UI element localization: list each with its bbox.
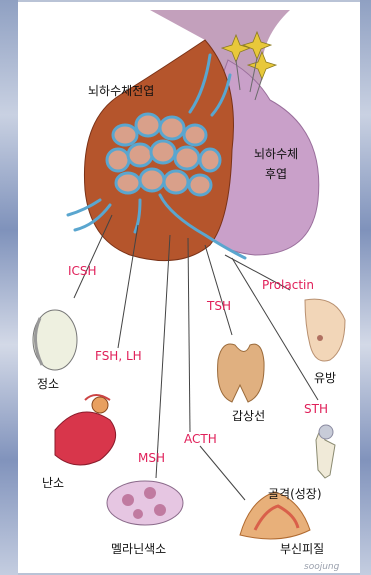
target-testis-label: 정소 [37, 378, 59, 390]
hormone-msh: MSH [138, 452, 165, 464]
mammary-illustration [305, 299, 345, 361]
posterior-lobe-label-line1: 뇌하수체 [254, 148, 298, 160]
hormone-acth: ACTH [184, 433, 217, 445]
anterior-lobe-label: 뇌하수체전엽 [88, 85, 154, 97]
testis-illustration [33, 310, 77, 370]
target-melanocyte-label: 멜라닌색소 [111, 543, 166, 555]
target-ovary-label: 난소 [42, 477, 64, 489]
hormone-sth: STH [304, 403, 328, 415]
ovary-illustration [55, 395, 116, 465]
target-bone-label: 골격(성장) [268, 488, 322, 500]
hormone-prolactin: Prolactin [262, 279, 314, 291]
hormone-fsh-lh: FSH, LH [95, 350, 142, 362]
target-mammary-label: 유방 [314, 372, 336, 384]
image-credit: soojung [304, 563, 339, 572]
hormone-icsh: ICSH [68, 265, 97, 277]
target-adrenal-cortex-label: 부신피질 [280, 543, 324, 555]
melanocyte-illustration [107, 481, 183, 525]
thyroid-illustration [218, 344, 265, 402]
bone-illustration [316, 425, 335, 478]
hormone-tsh: TSH [207, 300, 231, 312]
target-thyroid-label: 갑상선 [232, 410, 265, 422]
posterior-lobe-label-line2: 후엽 [265, 168, 287, 180]
